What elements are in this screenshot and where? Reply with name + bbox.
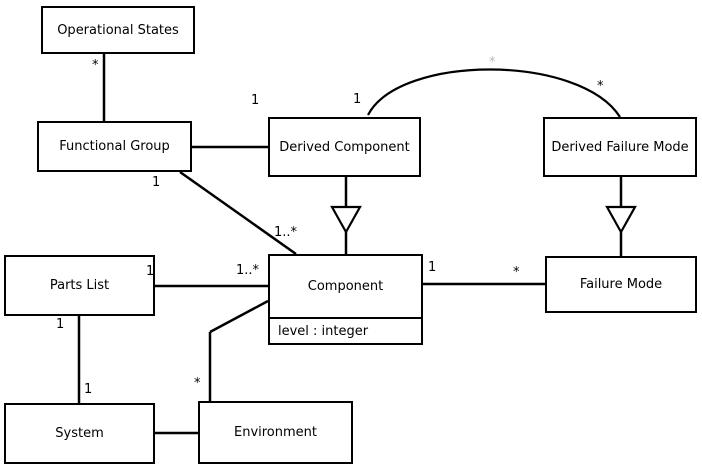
- multiplicity-functional-group-derived-component: 1: [251, 93, 260, 108]
- uml-class-failure-mode[interactable]: Failure Mode: [545, 256, 697, 313]
- uml-class-operational-states[interactable]: Operational States: [41, 6, 195, 54]
- multiplicity-system-top: 1: [84, 382, 93, 397]
- multiplicity-environment-component: *: [194, 376, 201, 391]
- generalization-triangle-derived-component: [330, 205, 362, 235]
- connector-environment-to-component-diagonal: [209, 299, 269, 334]
- generalization-triangle-derived-failure-mode: [605, 205, 637, 235]
- class-name-derived-failure-mode: Derived Failure Mode: [551, 139, 689, 155]
- class-name-failure-mode: Failure Mode: [579, 277, 663, 292]
- multiplicity-component-from-functional-group: 1..*: [274, 225, 298, 240]
- connector-functional-group-to-component: [179, 170, 297, 256]
- uml-class-component[interactable]: Component level : integer: [268, 254, 423, 345]
- class-name-operational-states: Operational States: [57, 22, 179, 38]
- class-name-functional-group: Functional Group: [59, 139, 170, 154]
- class-attribute-component-level: level : integer: [270, 317, 421, 343]
- class-name-environment: Environment: [233, 425, 317, 440]
- multiplicity-functional-group-component: 1: [152, 175, 161, 190]
- multiplicity-arc-top: *: [489, 55, 496, 70]
- uml-class-derived-failure-mode[interactable]: Derived Failure Mode: [543, 117, 697, 177]
- uml-class-environment[interactable]: Environment: [198, 401, 353, 464]
- uml-class-system[interactable]: System: [4, 403, 155, 464]
- multiplicity-failure-mode-left: *: [513, 265, 520, 280]
- class-name-component: Component: [307, 279, 384, 294]
- uml-class-parts-list[interactable]: Parts List: [4, 255, 155, 316]
- class-name-derived-component: Derived Component: [279, 139, 410, 155]
- multiplicity-parts-list-bottom: 1: [56, 317, 65, 332]
- multiplicity-component-right: 1: [428, 260, 437, 275]
- multiplicity-component-left: 1..*: [236, 263, 260, 278]
- multiplicity-operational-states: *: [92, 58, 99, 73]
- uml-class-derived-component[interactable]: Derived Component: [268, 117, 421, 177]
- multiplicity-parts-list-right: 1: [146, 264, 155, 279]
- uml-class-functional-group[interactable]: Functional Group: [37, 121, 192, 172]
- multiplicity-derived-component-arc: 1: [353, 92, 362, 107]
- class-name-parts-list: Parts List: [49, 278, 110, 293]
- class-name-system: System: [55, 426, 104, 441]
- connector-derived-component-to-derived-failure-mode: [367, 68, 621, 118]
- multiplicity-derived-failure-mode-arc: *: [597, 79, 604, 94]
